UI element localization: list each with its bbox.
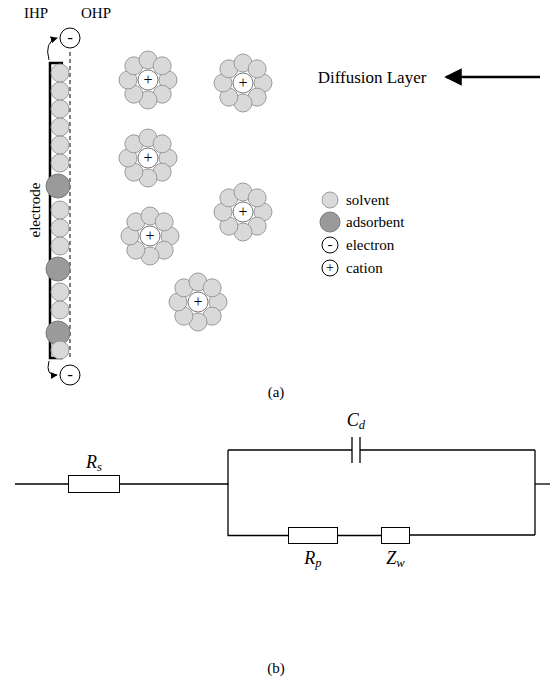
solvent-circle bbox=[51, 283, 69, 301]
solvent-circle bbox=[248, 60, 266, 78]
legend-text: solvent bbox=[346, 193, 389, 208]
circuit-wire bbox=[120, 484, 288, 536]
legend-text: adsorbent bbox=[346, 215, 404, 230]
cation-core bbox=[233, 202, 253, 222]
diffusion-label: Diffusion Layer bbox=[318, 69, 427, 86]
component-box: Rs bbox=[68, 475, 120, 493]
cation-sign: + bbox=[145, 228, 154, 244]
electron-sign: - bbox=[67, 366, 73, 383]
component-label: Zw bbox=[386, 549, 404, 567]
solvent-circle bbox=[51, 64, 69, 82]
diffusion-arrow bbox=[446, 76, 540, 79]
solvent-circle bbox=[155, 213, 173, 231]
cation-sign: + bbox=[193, 294, 202, 310]
circuit-wires bbox=[15, 437, 550, 535]
solvent-circle bbox=[51, 219, 69, 237]
component-label: Cd bbox=[347, 411, 365, 429]
legend-sample bbox=[322, 192, 338, 208]
component-box: Rp bbox=[288, 527, 338, 544]
cation-core bbox=[233, 73, 253, 93]
cation-core bbox=[138, 70, 158, 90]
cation-sign: + bbox=[143, 72, 152, 88]
component-label: Rs bbox=[86, 453, 102, 471]
legend-sample bbox=[322, 237, 338, 253]
electron-arrow bbox=[48, 361, 57, 375]
adsorbent-circle bbox=[46, 174, 70, 198]
hydrated-cation bbox=[169, 273, 227, 331]
adsorbent-circle bbox=[46, 257, 70, 281]
solvent-circle bbox=[203, 279, 221, 297]
inner-layer bbox=[46, 64, 70, 359]
cation-core bbox=[188, 292, 208, 312]
solvent-circle bbox=[51, 341, 69, 359]
cation-sign: + bbox=[143, 150, 152, 166]
legend-sample bbox=[320, 212, 340, 232]
component-label: Rp bbox=[304, 549, 321, 567]
solvent-circle bbox=[51, 237, 69, 255]
electron-sign: - bbox=[328, 237, 333, 252]
solvent-circle bbox=[248, 189, 266, 207]
electron-arrow bbox=[48, 38, 57, 60]
solvent-circle bbox=[51, 82, 69, 100]
panel-label: (b) bbox=[267, 661, 285, 676]
cation-sign: + bbox=[238, 204, 247, 220]
hydrated-cation bbox=[121, 207, 179, 265]
electron-sign: - bbox=[67, 29, 73, 46]
electron-symbol bbox=[60, 365, 80, 385]
solvent-circle bbox=[51, 301, 69, 319]
electron-symbol bbox=[60, 28, 80, 48]
electrode-label: electrode bbox=[28, 183, 43, 238]
solvent-circle bbox=[51, 118, 69, 136]
hydrated-cation bbox=[119, 129, 177, 187]
component-box: Zw bbox=[381, 527, 410, 544]
panel-label: (a) bbox=[268, 385, 285, 400]
cation-core bbox=[140, 226, 160, 246]
plane-label: IHP bbox=[24, 6, 48, 21]
circuit-wire bbox=[338, 535, 381, 536]
plane-line bbox=[70, 52, 71, 360]
hydrated-cation bbox=[214, 54, 272, 112]
hydrated-cation bbox=[119, 51, 177, 109]
plane-label: OHP bbox=[81, 6, 111, 21]
cation-sign: + bbox=[326, 261, 334, 275]
solvent-circle bbox=[51, 136, 69, 154]
solvent-circle bbox=[51, 201, 69, 219]
hydrated-cation bbox=[214, 183, 272, 241]
legend-sample bbox=[322, 260, 338, 276]
cation-core bbox=[138, 148, 158, 168]
solvent-circle bbox=[51, 154, 69, 172]
legend-text: cation bbox=[346, 261, 383, 276]
solvent-circle bbox=[153, 135, 171, 153]
legend-text: electron bbox=[346, 238, 394, 253]
cation-sign: + bbox=[238, 75, 247, 91]
hydrated-cations bbox=[119, 51, 272, 331]
solvent-circle bbox=[153, 57, 171, 75]
solvent-circle bbox=[51, 100, 69, 118]
